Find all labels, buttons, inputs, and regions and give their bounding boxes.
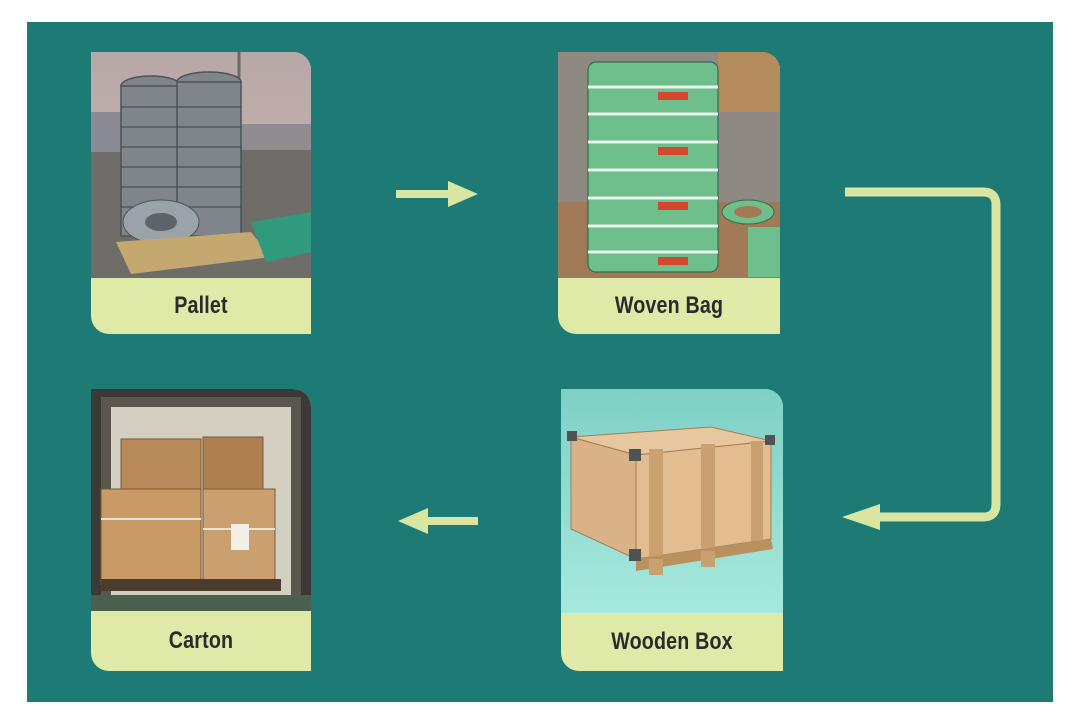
arrow-right-icon (396, 181, 478, 207)
card-label-pallet: Pallet (174, 292, 228, 319)
wooden-box-photo (561, 389, 783, 613)
card-pallet: Pallet (91, 52, 311, 334)
card-label-woven-bag: Woven Bag (614, 292, 724, 319)
carton-photo (91, 389, 311, 611)
card-woven-bag: Woven Bag (558, 52, 780, 334)
card-wooden-box: Wooden Box (561, 389, 783, 671)
woven-bag-photo (558, 52, 780, 278)
card-label-wooden-box: Wooden Box (611, 628, 733, 655)
connector-arrow-icon (838, 182, 1008, 542)
arrow-left-icon (398, 508, 478, 534)
card-label-carton: Carton (168, 627, 234, 654)
pallet-photo (91, 52, 311, 278)
card-carton: Carton (91, 389, 311, 671)
